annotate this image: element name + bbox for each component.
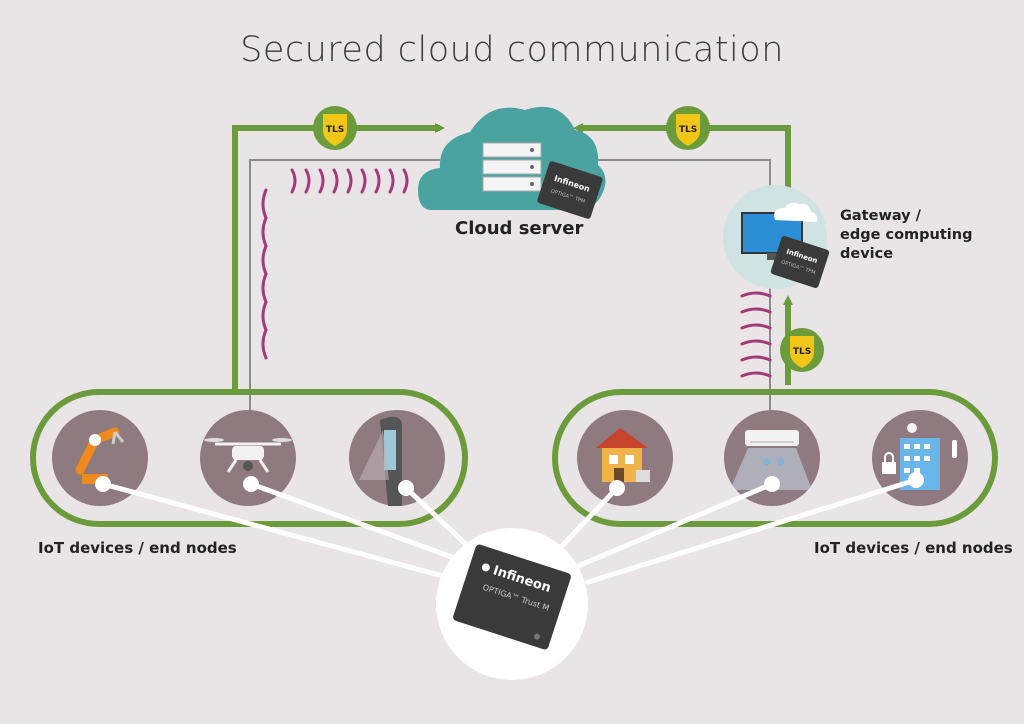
page-title: Secured cloud communication — [240, 30, 784, 70]
smart-building-icon — [872, 410, 968, 506]
gateway-device: Infineon OPTIGA™ TPM — [723, 185, 830, 289]
server-rack-icon — [482, 142, 542, 192]
iot-right-label: IoT devices / end nodes — [814, 539, 1013, 557]
device-nodes — [95, 472, 924, 496]
svg-text:❄ ❄: ❄ ❄ — [762, 455, 786, 469]
tls-badge-text: TLS — [679, 125, 697, 135]
signal-waves-left — [261, 168, 409, 360]
tls-path-right — [573, 123, 791, 210]
tls-badge-gateway: TLS — [780, 328, 824, 372]
air-conditioner-icon: ❄ ❄ — [724, 410, 820, 506]
tls-badge-text: TLS — [793, 347, 811, 357]
smart-home-icon — [577, 410, 673, 506]
tpm-chip-gateway: Infineon OPTIGA™ TPM — [770, 236, 830, 288]
gateway-label: Gateway / edge computing device — [840, 208, 973, 262]
optiga-trust-m-chip: Infineon OPTIGA™ Trust M — [436, 528, 588, 680]
tls-badge-left: TLS — [313, 106, 357, 150]
tls-badge-text: TLS — [326, 125, 344, 135]
robotic-arm-icon — [52, 410, 148, 506]
tls-path-left — [232, 123, 445, 395]
trust-links — [100, 477, 919, 585]
tls-badge-right: TLS — [666, 106, 710, 150]
gray-connectors — [249, 159, 771, 420]
signal-waves-right — [740, 291, 772, 378]
cloud-server-label: Cloud server — [455, 218, 584, 239]
drone-icon — [200, 410, 296, 506]
cloud-server: Infineon OPTIGA™ TPM — [418, 106, 606, 219]
iot-left-label: IoT devices / end nodes — [38, 539, 237, 557]
tpm-chip-cloud: Infineon OPTIGA™ TPM — [537, 161, 603, 219]
ev-charger-icon — [349, 410, 445, 506]
